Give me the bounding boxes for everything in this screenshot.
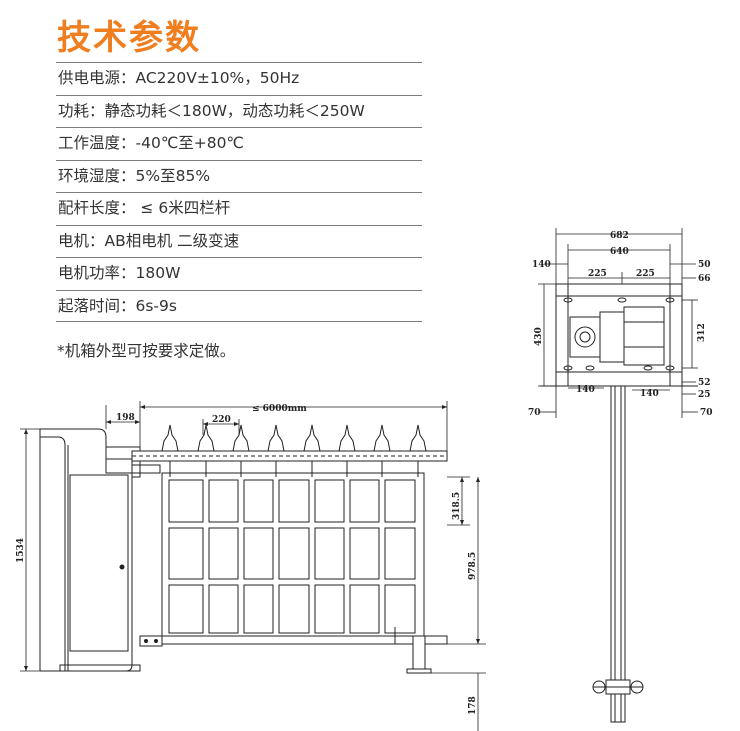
fence-cell bbox=[243, 584, 274, 634]
fence-cell bbox=[278, 584, 310, 634]
fence-cell bbox=[278, 479, 310, 523]
dim-right-b-label: 66 bbox=[698, 274, 711, 284]
fence-cell bbox=[243, 479, 274, 523]
dim-total-length-label: ≤ 6000mm bbox=[252, 404, 307, 414]
spec-row-humidity: 环境湿度：5%至85% bbox=[56, 159, 422, 193]
fence-cell bbox=[168, 479, 204, 523]
fence-cell bbox=[349, 527, 380, 580]
fence-spike bbox=[373, 424, 391, 452]
dim-right-d-label: 25 bbox=[698, 390, 711, 400]
dim-spacing-label: 220 bbox=[212, 415, 231, 425]
fence-spike bbox=[267, 424, 285, 452]
dim-right-a-label: 50 bbox=[698, 260, 711, 270]
fence-spike bbox=[303, 424, 321, 452]
fence-spike bbox=[232, 424, 250, 452]
dim-height-label: 1534 bbox=[16, 538, 26, 563]
fence-cell bbox=[314, 584, 345, 634]
fence-cell bbox=[278, 527, 310, 580]
fence-cell bbox=[314, 527, 345, 580]
fence-cell bbox=[168, 584, 204, 634]
fence-cell bbox=[208, 527, 239, 580]
fence-cell bbox=[243, 527, 274, 580]
front-elevation-drawing: 198 ≤ 6000mm 220 1534 318.5 978.5 178 bbox=[16, 401, 486, 731]
fence-spike bbox=[338, 424, 356, 452]
spec-row-cycle-time: 起落时间：6s-9s bbox=[56, 289, 422, 322]
fence-spike bbox=[409, 424, 427, 452]
dim-grid-height-label: 978.5 bbox=[468, 552, 478, 580]
fence-cell bbox=[168, 527, 204, 580]
dim-right-c-label: 52 bbox=[698, 378, 711, 388]
fence-cell bbox=[208, 584, 239, 634]
spec-row-operating-temperature: 工作温度：-40℃至+80℃ bbox=[56, 127, 422, 160]
fence-spike bbox=[161, 424, 179, 452]
dim-mid-left-label: 225 bbox=[588, 269, 607, 279]
custom-cabinet-note: *机箱外型可按要求定做。 bbox=[57, 342, 236, 360]
spec-row-power-consumption: 功耗：静态功耗＜180W，动态功耗＜250W bbox=[56, 94, 422, 128]
fence-cell bbox=[384, 479, 416, 523]
fence-cell bbox=[208, 479, 239, 523]
spec-list: 供电电源：AC220V±10%，50Hz 功耗：静态功耗＜180W，动态功耗＜2… bbox=[56, 62, 422, 322]
dim-right-h-label: 312 bbox=[697, 323, 707, 342]
spec-row-power-supply: 供电电源：AC220V±10%，50Hz bbox=[56, 62, 422, 95]
dim-height-label: 430 bbox=[534, 327, 544, 346]
spec-row-motor: 电机：AB相电机 二级变速 bbox=[56, 224, 422, 258]
end-view-drawing: 682 640 140 225 225 50 66 430 312 140 14… bbox=[528, 228, 713, 723]
fence-spike bbox=[197, 424, 215, 452]
dim-offset-label: 198 bbox=[116, 413, 135, 423]
spec-row-motor-power: 电机功率：180W bbox=[56, 257, 422, 290]
fence-cell bbox=[349, 584, 380, 634]
dim-foot-right-label: 70 bbox=[700, 408, 713, 418]
fence-cell bbox=[349, 479, 380, 523]
dim-width-inner-label: 640 bbox=[610, 247, 629, 257]
dim-bot-left-label: 140 bbox=[576, 385, 595, 395]
dim-foot-left-label: 70 bbox=[528, 408, 541, 418]
dim-bot-right-label: 140 bbox=[640, 389, 659, 399]
dim-left-label: 140 bbox=[532, 260, 551, 270]
fence-cell bbox=[384, 584, 416, 634]
dim-grid-top-label: 318.5 bbox=[452, 492, 462, 520]
fence-cell bbox=[314, 479, 345, 523]
page-title: 技术参数 bbox=[57, 18, 201, 58]
dim-bottom-label: 178 bbox=[468, 696, 478, 715]
dim-mid-right-label: 225 bbox=[636, 269, 655, 279]
fence-cell bbox=[384, 527, 416, 580]
dim-width-outer-label: 682 bbox=[610, 231, 629, 241]
spec-row-pole-length: 配杆长度： ≤ 6米四栏杆 bbox=[56, 192, 422, 225]
